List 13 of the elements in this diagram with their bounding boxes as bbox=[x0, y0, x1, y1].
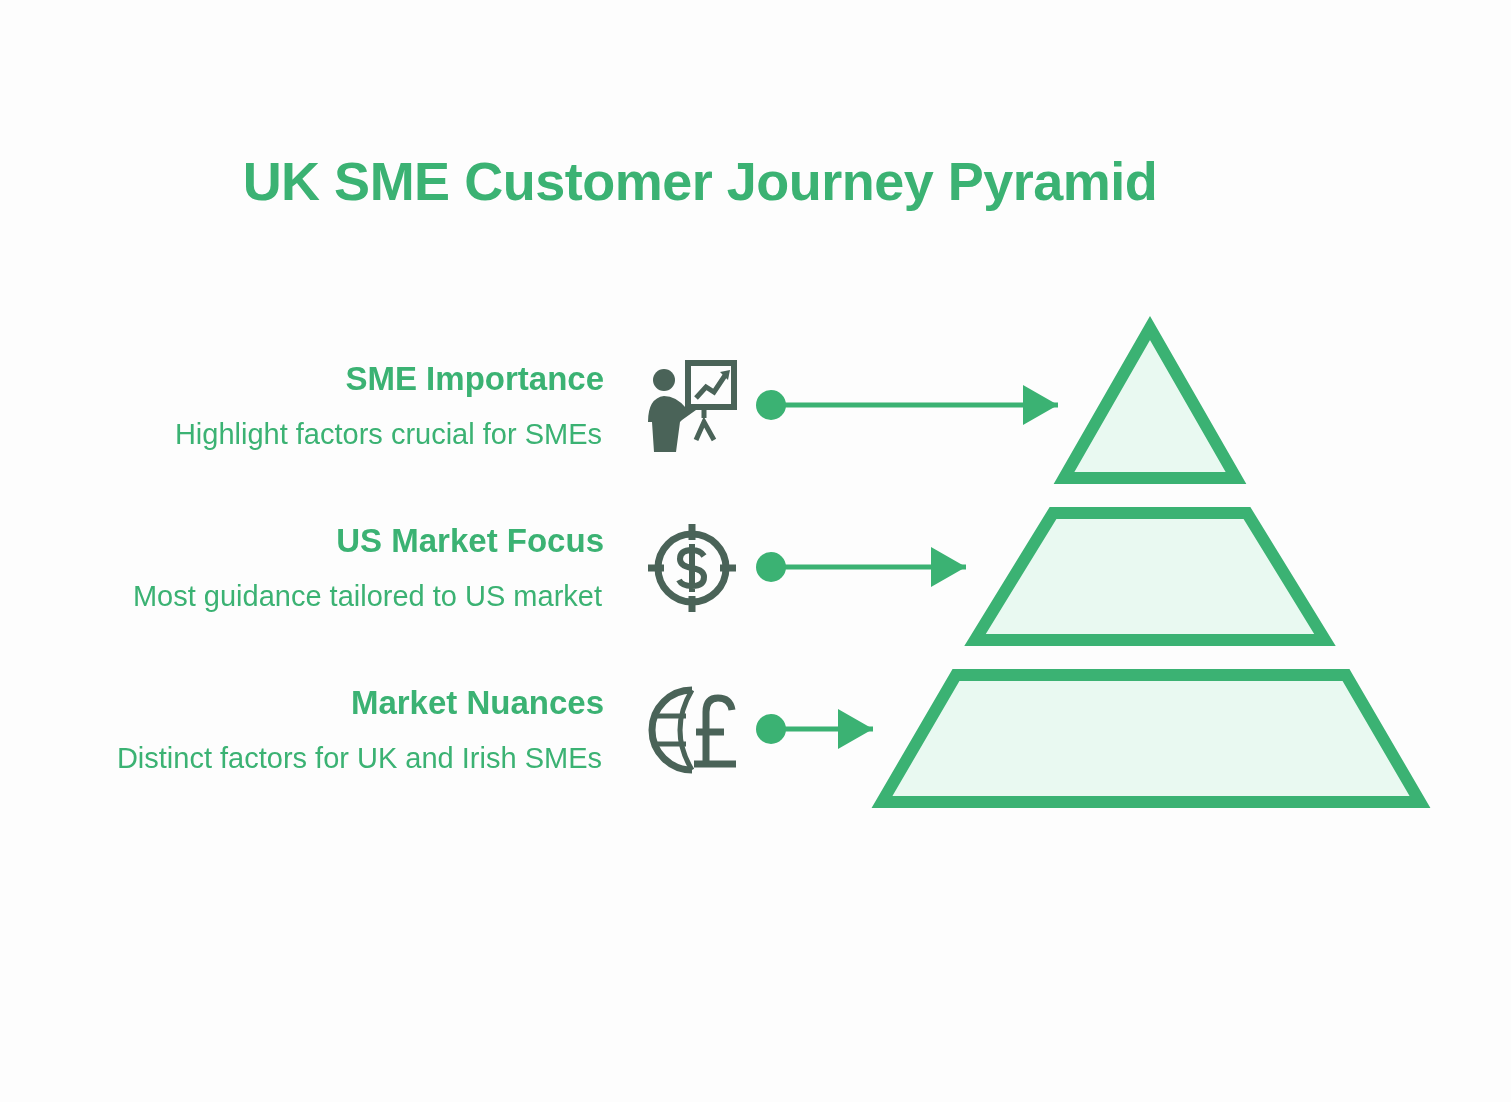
pyramid-tier bbox=[964, 505, 1336, 646]
heading: SME Importance bbox=[345, 360, 604, 398]
description: Most guidance tailored to US market bbox=[132, 580, 602, 613]
description: Highlight factors crucial for SMEs bbox=[174, 418, 602, 451]
arrow bbox=[756, 385, 1058, 425]
pyramid-tier bbox=[1056, 319, 1244, 484]
heading: US Market Focus bbox=[336, 522, 604, 560]
pyramid-tier bbox=[871, 667, 1431, 808]
arrow bbox=[756, 709, 873, 749]
title: UK SME Customer Journey Pyramid bbox=[241, 150, 1159, 212]
description: Distinct factors for UK and Irish SMEs bbox=[116, 742, 602, 775]
arrow bbox=[756, 547, 966, 587]
heading: Market Nuances bbox=[350, 684, 604, 722]
